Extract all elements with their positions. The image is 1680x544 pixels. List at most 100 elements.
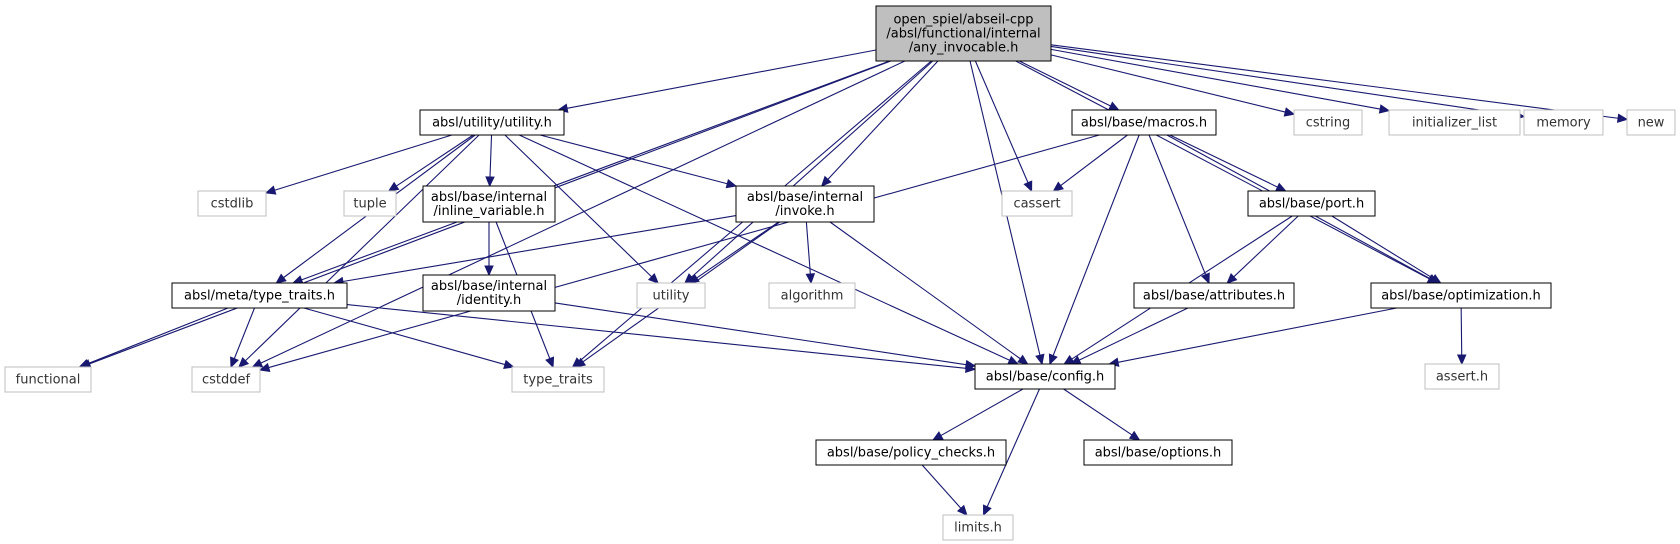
arrowhead-utility_h-to-config — [1007, 355, 1019, 365]
node-limits: limits.h — [942, 514, 1014, 541]
node-label: new — [1638, 116, 1665, 131]
node-box — [1247, 190, 1376, 217]
node-label: absl/meta/type_traits.h — [184, 289, 335, 304]
node-macros[interactable]: absl/base/macros.h — [1071, 109, 1217, 136]
arrowhead-optimization-to-assert_h — [1456, 354, 1467, 366]
edge-utility_h-to-cstdlib — [274, 134, 453, 191]
node-box — [1133, 282, 1295, 309]
node-utility-h[interactable]: absl/utility/utility.h — [419, 109, 565, 136]
node-functional: functional — [4, 366, 92, 393]
arrowhead-root-to-invoke — [820, 175, 832, 187]
node-box — [343, 190, 397, 217]
arrowhead-macros-to-attributes — [1200, 272, 1210, 285]
node-label: tuple — [353, 197, 386, 212]
node-inline-variable[interactable]: absl/base/internal/inline_variable.h — [422, 185, 556, 223]
node-options[interactable]: absl/base/options.h — [1083, 439, 1233, 466]
arrowhead-macros-to-port — [1275, 182, 1287, 192]
node-policy-checks[interactable]: absl/base/policy_checks.h — [815, 439, 1007, 466]
node-label: cstdlib — [211, 197, 254, 212]
edge-config-to-options — [1063, 388, 1133, 436]
node-port[interactable]: absl/base/port.h — [1247, 190, 1376, 217]
arrowhead-utility_h-to-cstdlib — [264, 185, 277, 195]
edge-policy_checks-to-limits — [921, 464, 962, 509]
arrowhead-root-to-new — [1616, 113, 1629, 123]
node-cstdlib: cstdlib — [197, 190, 267, 217]
node-type-traits: type_traits — [511, 366, 605, 393]
node-box — [815, 439, 1007, 466]
node-box — [1424, 363, 1500, 390]
arrowhead-root-to-macros — [1108, 101, 1120, 111]
node-algorithm: algorithm — [768, 282, 856, 309]
edge-root-to-cassert — [974, 60, 1029, 183]
node-label: type_traits — [523, 373, 593, 388]
node-label: cassert — [1013, 197, 1060, 212]
edge-root-to-initializer_list — [1050, 48, 1381, 110]
edge-optimization-to-assert_h — [1460, 307, 1463, 356]
arrowhead-config-to-policy_checks — [931, 431, 944, 441]
node-type-traits-h[interactable]: absl/meta/type_traits.h — [171, 282, 348, 309]
edge-type_traits_h-to-functional — [87, 307, 229, 365]
edge-optimization-to-config — [1117, 307, 1397, 363]
arrowhead-config-to-options — [1128, 430, 1141, 441]
edge-invoke-to-type_traits_h — [342, 215, 737, 283]
arrowhead-utility_h-to-tuple — [387, 181, 400, 192]
edge-macros-to-attributes — [1148, 134, 1207, 275]
node-label: initializer_list — [1412, 116, 1497, 131]
node-root[interactable]: open_spiel/abseil-cpp/absl/functional/in… — [875, 5, 1052, 62]
arrowhead-root-to-utility — [684, 273, 696, 284]
edge-port-to-attributes — [1233, 215, 1299, 278]
edge-macros-to-config — [1052, 134, 1140, 356]
node-label: /any_invocable.h — [909, 41, 1019, 56]
arrowhead-type_traits_h-to-cstddef — [230, 356, 239, 369]
node-memory: memory — [1523, 109, 1604, 136]
edge-type_traits_h-to-type_traits — [303, 307, 506, 366]
arrowhead-macros-to-config — [1048, 353, 1058, 366]
arrowhead-root-to-config — [1035, 353, 1045, 366]
arrowhead-root-to-cstddef — [251, 358, 264, 368]
edge-config-to-policy_checks — [940, 388, 1024, 437]
arrowhead-root-to-type_traits_h — [291, 275, 304, 285]
node-invoke[interactable]: absl/base/internal/invoke.h — [735, 185, 875, 223]
edge-root-to-new — [1050, 44, 1619, 119]
node-label: absl/base/optimization.h — [1381, 289, 1541, 304]
edge-utility_h-to-inline_variable — [489, 134, 493, 178]
edge-type_traits_h-to-cstddef — [233, 307, 256, 359]
edge-config-to-limits — [986, 388, 1040, 507]
node-assert-h: assert.h — [1424, 363, 1500, 390]
arrowhead-type_traits_h-to-type_traits — [503, 359, 515, 370]
node-box — [419, 109, 565, 136]
node-box — [4, 366, 92, 393]
node-box — [422, 274, 556, 312]
arrowhead-root-to-cassert — [1023, 180, 1033, 193]
node-attributes[interactable]: absl/base/attributes.h — [1133, 282, 1295, 309]
arrowhead-utility_h-to-type_traits_h — [275, 273, 287, 284]
edge-port-to-optimization — [1331, 215, 1434, 279]
arrowhead-config-to-limits — [983, 504, 992, 517]
node-label: absl/base/policy_checks.h — [827, 446, 995, 461]
node-box — [1293, 109, 1363, 136]
edge-layer — [78, 44, 1629, 517]
node-config[interactable]: absl/base/config.h — [974, 363, 1116, 390]
node-label: cstring — [1306, 116, 1350, 131]
arrowhead-policy_checks-to-limits — [956, 504, 968, 516]
arrowhead-invoke-to-algorithm — [805, 273, 816, 285]
node-box — [1001, 190, 1073, 217]
node-box — [1370, 282, 1552, 309]
arrowhead-utility_h-to-utility — [647, 272, 659, 284]
edge-identity-to-config — [554, 302, 967, 366]
node-label: limits.h — [954, 521, 1002, 536]
node-box — [875, 5, 1052, 62]
node-optimization[interactable]: absl/base/optimization.h — [1370, 282, 1552, 309]
edge-root-to-invoke — [827, 60, 939, 180]
arrowhead-port-to-attributes — [1226, 273, 1238, 284]
arrowhead-utility_h-to-cstddef — [238, 356, 250, 368]
node-tuple: tuple — [343, 190, 397, 217]
edge-invoke-to-utility — [696, 221, 779, 279]
node-box — [1523, 109, 1604, 136]
edge-utility_h-to-tuple — [396, 134, 474, 187]
edge-invoke-to-algorithm — [805, 221, 811, 275]
node-identity[interactable]: absl/base/internal/identity.h — [422, 274, 556, 312]
node-label: functional — [16, 373, 81, 388]
node-label: absl/base/port.h — [1259, 197, 1364, 212]
